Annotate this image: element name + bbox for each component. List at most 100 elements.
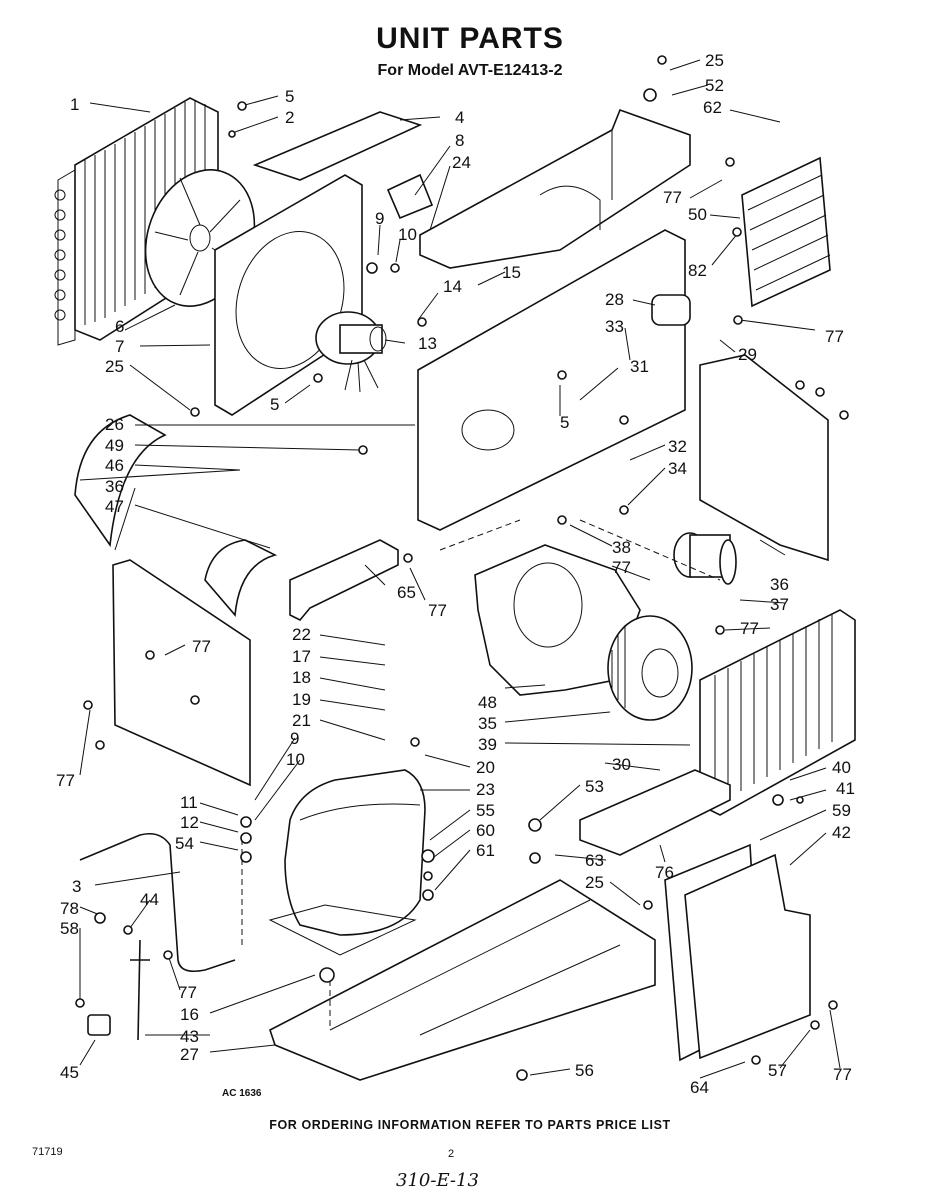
callout-label: 13 — [418, 334, 437, 353]
callout-label: 77 — [825, 327, 844, 346]
callout-label: 44 — [140, 890, 159, 909]
callout-label: 35 — [478, 714, 497, 733]
callout-label: 43 — [180, 1027, 199, 1046]
callout-label: 42 — [832, 823, 851, 842]
callout-label: 77 — [56, 771, 75, 790]
bracket-8-part — [386, 173, 434, 220]
callout-label: 26 — [105, 415, 124, 434]
curved-baffle-part — [204, 539, 278, 617]
callout-label: 57 — [768, 1061, 787, 1080]
document-number: 71719 — [32, 1146, 63, 1158]
callout-label: 82 — [688, 261, 707, 280]
callout-label: 36 — [770, 575, 789, 594]
callout-label: 77 — [428, 601, 447, 620]
callout-label: 22 — [292, 625, 311, 644]
callout-label: 23 — [476, 780, 495, 799]
callout-label: 36 — [105, 477, 124, 496]
callout-label: 10 — [398, 225, 417, 244]
drip-tray-part — [579, 769, 731, 856]
callout-label: 14 — [443, 277, 462, 296]
callout-label: 12 — [180, 813, 199, 832]
callout-label: 30 — [612, 755, 631, 774]
callout-label: 61 — [476, 841, 495, 860]
drawing-code: AC 1636 — [222, 1088, 262, 1099]
front-grille-part — [684, 853, 811, 1060]
callout-label: 58 — [60, 919, 79, 938]
callout-label: 77 — [833, 1065, 852, 1084]
callout-label: 78 — [60, 899, 79, 918]
top-partition-part — [419, 108, 691, 269]
callout-label: 29 — [738, 345, 757, 364]
callout-label: 25 — [585, 873, 604, 892]
side-panel-right-part — [699, 354, 829, 562]
callout-label: 55 — [476, 801, 495, 820]
callout-label: 77 — [740, 619, 759, 638]
callout-label: 77 — [663, 188, 682, 207]
callout-label: 19 — [292, 690, 311, 709]
callout-label: 25 — [105, 357, 124, 376]
callout-label: 6 — [115, 317, 124, 336]
callout-label: 39 — [478, 735, 497, 754]
callout-label: 77 — [192, 637, 211, 656]
model-subtitle: For Model AVT-E12413-2 — [377, 62, 563, 79]
leader-lines — [79, 59, 841, 1079]
callout-label: 47 — [105, 497, 124, 516]
blower-wheel-part — [607, 615, 693, 721]
page-title: UNIT PARTS — [376, 22, 564, 55]
callout-label: 18 — [292, 668, 311, 687]
handwritten-reference: 310-E-13 — [396, 1170, 479, 1191]
bracket-65-part — [289, 539, 399, 621]
callout-label: 52 — [705, 76, 724, 95]
callout-label: 20 — [476, 758, 495, 777]
callout-label: 40 — [832, 758, 851, 777]
callout-label: 64 — [690, 1078, 709, 1097]
callout-label: 24 — [452, 153, 471, 172]
callout-label: 77 — [178, 983, 197, 1002]
callout-label: 46 — [105, 456, 124, 475]
callout-label: 31 — [630, 357, 649, 376]
callout-label: 53 — [585, 777, 604, 796]
callout-label: 37 — [770, 595, 789, 614]
callout-label: 41 — [836, 779, 855, 798]
heater-element-part — [741, 156, 831, 308]
blower-motor-part — [673, 532, 737, 585]
fan-motor-part — [315, 311, 387, 393]
curved-shield-part — [74, 414, 167, 548]
callout-label: 32 — [668, 437, 687, 456]
callout-label: 16 — [180, 1005, 199, 1024]
callout-label: 62 — [703, 98, 722, 117]
callout-label: 38 — [612, 538, 631, 557]
callout-label: 10 — [286, 750, 305, 769]
callout-label: 4 — [455, 108, 464, 127]
callout-label: 65 — [397, 583, 416, 602]
callout-label: 1 — [70, 95, 79, 114]
callout-label: 2 — [285, 108, 294, 127]
callout-label: 9 — [290, 729, 299, 748]
callout-label: 49 — [105, 436, 124, 455]
callout-label: 5 — [560, 413, 569, 432]
power-cord-part — [130, 939, 150, 1041]
tubing-part — [79, 832, 236, 973]
compressor-part — [268, 769, 426, 956]
callout-label: 33 — [605, 317, 624, 336]
callout-label: 76 — [655, 863, 674, 882]
page-number: 2 — [448, 1148, 455, 1160]
callout-label: 60 — [476, 821, 495, 840]
callout-label: 56 — [575, 1061, 594, 1080]
callout-label: 28 — [605, 290, 624, 309]
top-bracket-part — [252, 111, 423, 181]
callout-label: 59 — [832, 801, 851, 820]
callout-label: 3 — [72, 877, 81, 896]
hardware-fasteners — [75, 55, 849, 1081]
callout-label: 5 — [285, 87, 294, 106]
center-partition-part — [417, 229, 686, 531]
callout-label: 7 — [115, 337, 124, 356]
side-panel-left-part — [112, 559, 251, 787]
callout-label: 15 — [502, 263, 521, 282]
capacitor-part — [651, 294, 691, 326]
blower-housing-part — [474, 544, 641, 696]
callout-label: 48 — [478, 693, 497, 712]
callout-label: 25 — [705, 51, 724, 70]
callout-label: 21 — [292, 711, 311, 730]
ordering-footer-note: FOR ORDERING INFORMATION REFER TO PARTS … — [269, 1118, 671, 1132]
